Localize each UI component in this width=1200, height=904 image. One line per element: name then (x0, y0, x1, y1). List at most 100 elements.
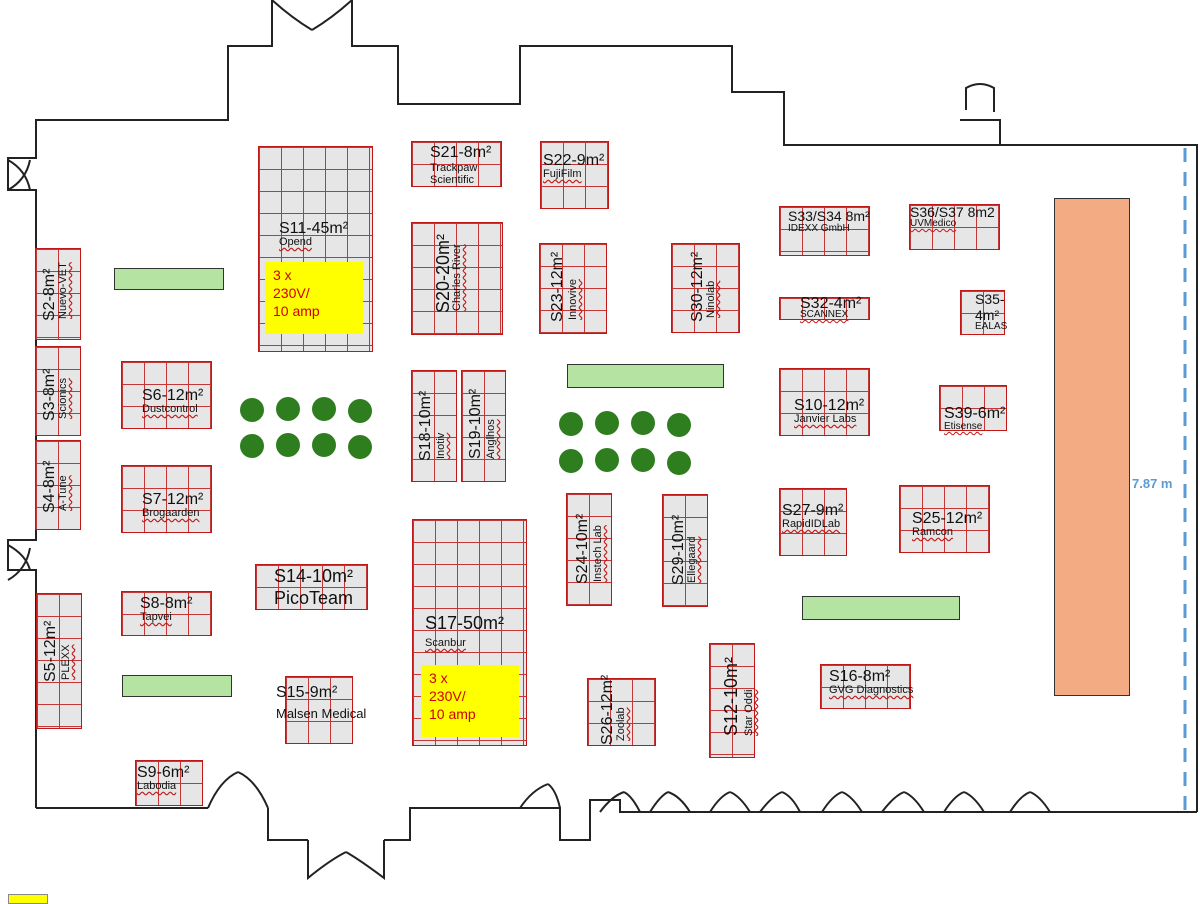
booth-s7[interactable]: S7-12m² Brogaarden (121, 465, 212, 533)
booth-s25[interactable]: S25-12m² Ramcon (899, 485, 990, 553)
booth-grid (541, 142, 608, 208)
booth-company: Janvier Labs (794, 413, 857, 425)
tree (595, 448, 619, 472)
booth-company: Zoolab (615, 707, 627, 741)
booth-s5[interactable]: S5-12m² PLEXX (36, 593, 82, 729)
booth-s19[interactable]: S19-10m² Anglhos (461, 370, 506, 482)
booth-grid (136, 761, 202, 805)
tree (631, 448, 655, 472)
booth-s36-s37[interactable]: S36/S37 8m2 UVMedico (909, 204, 1000, 250)
booth-s12[interactable]: S12-10m² Star Oddi (709, 643, 755, 758)
booth-code: S19-10m² (467, 388, 484, 459)
booth-code: S36/S37 8m2 (910, 204, 995, 220)
booth-code: S8-8m² (140, 595, 193, 612)
booth-s24[interactable]: S24-10m² Instech Lab (566, 493, 612, 606)
booth-grid (710, 644, 754, 757)
tree (348, 435, 372, 459)
booth-company: Etisense (944, 421, 983, 432)
booth-code: S12-10m² (721, 656, 741, 736)
booth-grid (567, 494, 611, 605)
booth-company: Opend (279, 236, 313, 248)
booth-s8[interactable]: S8-8m² Tapvei (121, 591, 212, 636)
booth-grid (780, 298, 869, 319)
booth-s4[interactable]: S4-8m² A-Tune (35, 440, 81, 530)
booth-code: S33/S34 8m² (788, 208, 870, 224)
booth-company: PicoTeam (274, 588, 354, 608)
booth-code: S5-12m² (42, 620, 59, 682)
booth-grid (36, 347, 80, 435)
booth-s22[interactable]: S22-9m² FujiFilm (540, 141, 609, 209)
booth-code: S4-8m² (41, 460, 58, 513)
tree (559, 449, 583, 473)
booth-company: Ramcon (912, 526, 953, 538)
booth-s29[interactable]: S29-10m² Ellegaard (662, 494, 708, 607)
booth-company: Nuevo-VET (57, 262, 69, 319)
legend-power-swatch (8, 894, 48, 904)
booth-s32[interactable]: S32-4m² SCANNEX (779, 296, 870, 320)
power-note-s11: 3 x 230V/ 10 amp (265, 262, 363, 334)
booth-s15[interactable]: S15-9m² Malsen Medical (276, 676, 366, 744)
booth-grid (412, 142, 501, 186)
booth-code: S27-9m² (782, 502, 844, 519)
booth-code: S3-8m² (41, 368, 58, 421)
booth-grid (940, 386, 1006, 430)
booth-s6[interactable]: S6-12m² Dustcontrol (121, 361, 212, 429)
booth-grid (588, 679, 655, 745)
booth-code: S23-12m² (549, 251, 566, 322)
bench (802, 596, 960, 620)
booth-s23[interactable]: S23-12m² Innovive (539, 243, 607, 334)
booth-code: S11-45m² (279, 220, 349, 237)
booth-code: S20-20m² (433, 233, 453, 313)
tree (667, 451, 691, 475)
tree (595, 411, 619, 435)
booth-grid (256, 565, 367, 609)
booth-s33-s34[interactable]: S33/S34 8m² IDEXX GmbH (779, 206, 870, 256)
tree (276, 433, 300, 457)
power-note-s17: 3 x 230V/ 10 amp (421, 665, 519, 737)
booth-code: S22-9m² (543, 152, 605, 169)
tree (348, 399, 372, 423)
booth-company: Inotiv (435, 432, 447, 459)
booth-company: RapidIDLab (782, 518, 841, 530)
bench (114, 268, 224, 290)
booth-s20[interactable]: S20-20m² Charles River (411, 222, 503, 335)
booth-s35[interactable]: S35- 4m² EALAS (960, 290, 1007, 335)
booth-grid (961, 291, 1004, 334)
booth-company: Malsen Medical (276, 706, 367, 721)
booth-code: S10-12m² (794, 397, 865, 414)
booth-code: S16-8m² (829, 668, 891, 685)
booth-s26[interactable]: S26-12m² Zoolab (587, 675, 656, 746)
booth-s10[interactable]: S10-12m² Janvier Labs (779, 368, 870, 436)
tree (667, 413, 691, 437)
booth-s16[interactable]: S16-8m² GVG Diagnostics (820, 664, 914, 709)
booth-company: A-Tune (57, 475, 69, 511)
dimension-label: 7.87 m (1132, 476, 1173, 491)
booth-s39[interactable]: S39-6m² Etisense (939, 385, 1007, 432)
booth-s27[interactable]: S27-9m² RapidIDLab (779, 488, 847, 556)
booth-code: S6-12m² (142, 387, 204, 404)
tree (312, 433, 336, 457)
booth-grid (286, 677, 352, 743)
booth-grid (122, 466, 211, 532)
booth-code: S18-10m² (417, 390, 434, 461)
booth-code: S30-12m² (689, 251, 706, 322)
booth-grid (780, 489, 846, 555)
booth-company: PLEXX (60, 644, 72, 680)
booth-s30[interactable]: S30-12m² Ninolab (671, 243, 740, 333)
booth-company: GVG Diagnostics (829, 684, 914, 696)
booth-s21[interactable]: S21-8m² Trackpaw Scientific (411, 141, 502, 187)
booth-s9[interactable]: S9-6m² Labodia (135, 760, 203, 806)
stage-area (1054, 198, 1130, 696)
booth-grid (910, 205, 999, 249)
booth-grid (780, 369, 869, 435)
booth-company: Trackpaw Scientific (430, 162, 478, 186)
booth-s2[interactable]: S2-8m² Nuevo-VET (35, 248, 81, 340)
booth-company: Scionics (57, 378, 69, 419)
booth-s14[interactable]: S14-10m² PicoTeam (255, 564, 368, 610)
booth-s18[interactable]: S18-10m² Inotiv (411, 370, 457, 482)
bench (567, 364, 724, 388)
booth-grid (672, 244, 739, 332)
booth-s3[interactable]: S3-8m² Scionics (35, 346, 81, 436)
booth-code: S15-9m² (276, 684, 338, 701)
